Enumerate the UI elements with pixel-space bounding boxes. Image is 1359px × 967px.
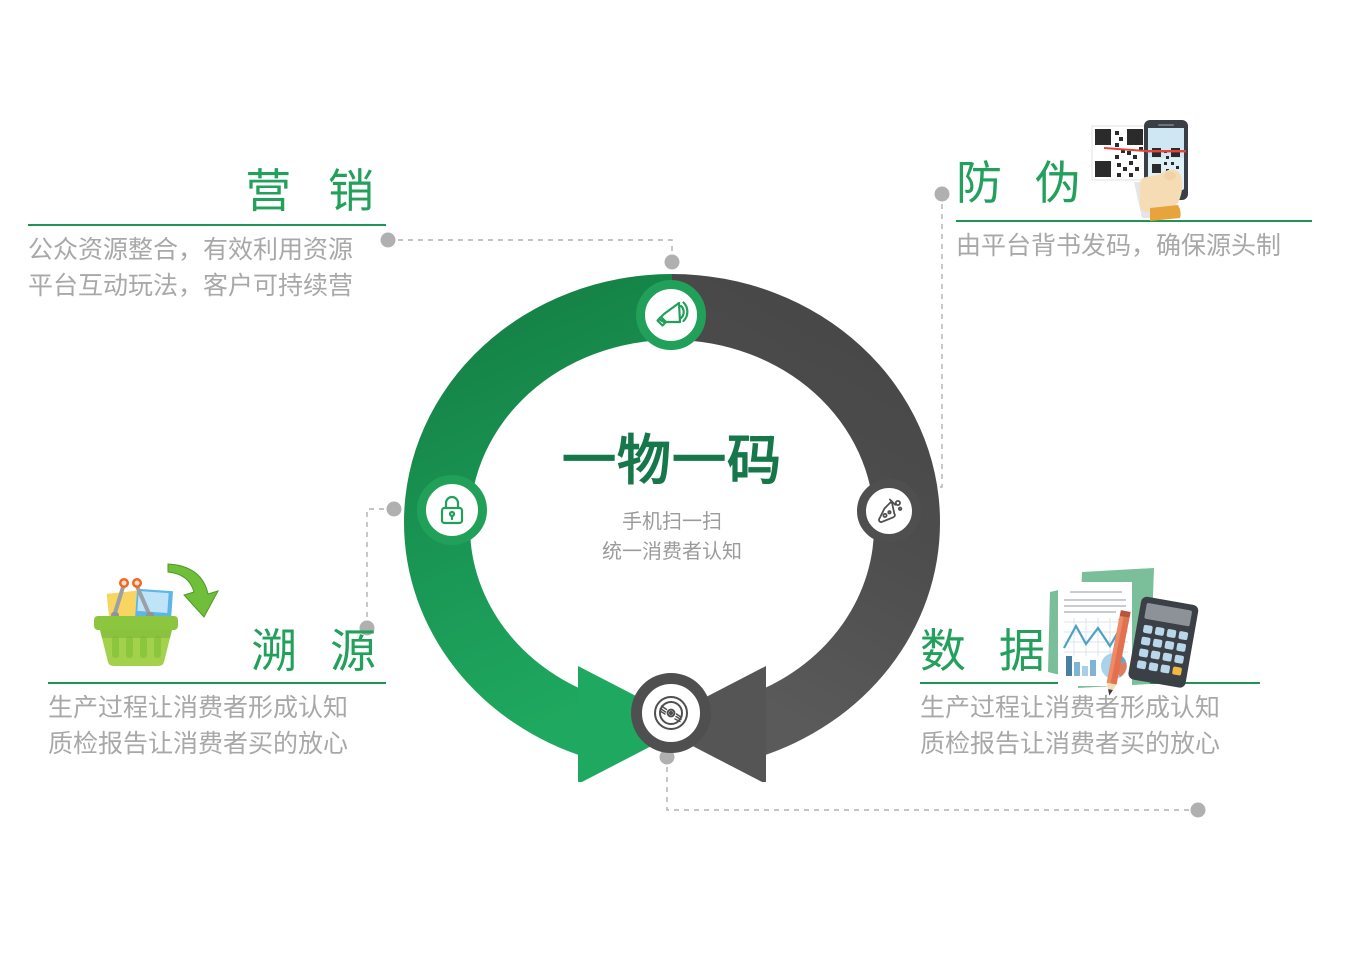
block-antifake: 防 伪 由平台背书发码，确保源头制 [956,160,1312,264]
block-data-title: 数 据 [920,625,1055,677]
block-data-desc: 生产过程让消费者形成认知 质检报告让消费者买的放心 [920,690,1260,763]
connector-dot-antifake-start [934,186,950,202]
block-trace-title: 溯 源 [251,625,386,677]
node-trace[interactable] [417,475,487,545]
block-marketing-desc-line1: 公众资源整合，有效利用资源 [28,236,354,264]
centre-subtitle-line2: 统一消费者认知 [602,541,742,564]
shopping-basket-illustration [94,563,220,666]
node-marketing[interactable] [636,280,706,350]
block-marketing-desc-line2: 平台互动玩法，客户可持续营 [28,272,354,301]
qr-scan-phone-illustration [1088,120,1188,221]
block-trace-desc-line2: 质检报告让消费者买的放心 [48,730,349,759]
megaphone-icon [656,301,689,327]
centre-subtitle-line1: 手机扫一扫 [622,511,722,534]
node-data[interactable] [631,673,711,753]
block-antifake-title: 防 伪 [956,157,1091,209]
block-antifake-rule [956,220,1312,222]
connector-trace [366,508,394,628]
connector-dot-data-end [1190,802,1206,818]
disc-icon [654,696,688,730]
block-trace-desc-line1: 生产过程让消费者形成认知 [48,694,349,722]
block-trace: 溯 源 生产过程让消费者形成认知 质检报告让消费者买的放心 [48,628,386,763]
block-marketing: 营 销 公众资源整合，有效利用资源 平台互动玩法，客户可持续营 [28,168,388,305]
page-title: 一物一码 [562,431,782,491]
lock-icon [440,495,464,525]
centre-text-group: 一物一码 手机扫一扫 统一消费者认知 [497,431,847,567]
block-marketing-title: 营 销 [245,165,386,217]
block-trace-desc: 生产过程让消费者形成认知 质检报告让消费者买的放心 [48,690,386,763]
block-antifake-desc: 由平台背书发码，确保源头制 [956,228,1312,264]
block-data-desc-line1: 生产过程让消费者形成认知 [920,694,1221,722]
block-marketing-desc: 公众资源整合，有效利用资源 平台互动玩法，客户可持续营 [28,232,388,305]
connector-marketing [388,239,673,262]
flask-icon [878,498,903,523]
chart-calculator-illustration [1048,568,1199,696]
block-data-desc-line2: 质检报告让消费者买的放心 [920,730,1221,759]
node-antifake[interactable] [857,479,921,543]
block-trace-rule [48,682,386,684]
centre-subtitle: 手机扫一扫 统一消费者认知 [497,507,847,567]
block-data: 数 据 生产过程让消费者形成认知 质检报告让消费者买的放心 [920,628,1260,763]
block-marketing-rule [28,224,386,226]
block-antifake-desc-line1: 由平台背书发码，确保源头制 [956,232,1282,260]
